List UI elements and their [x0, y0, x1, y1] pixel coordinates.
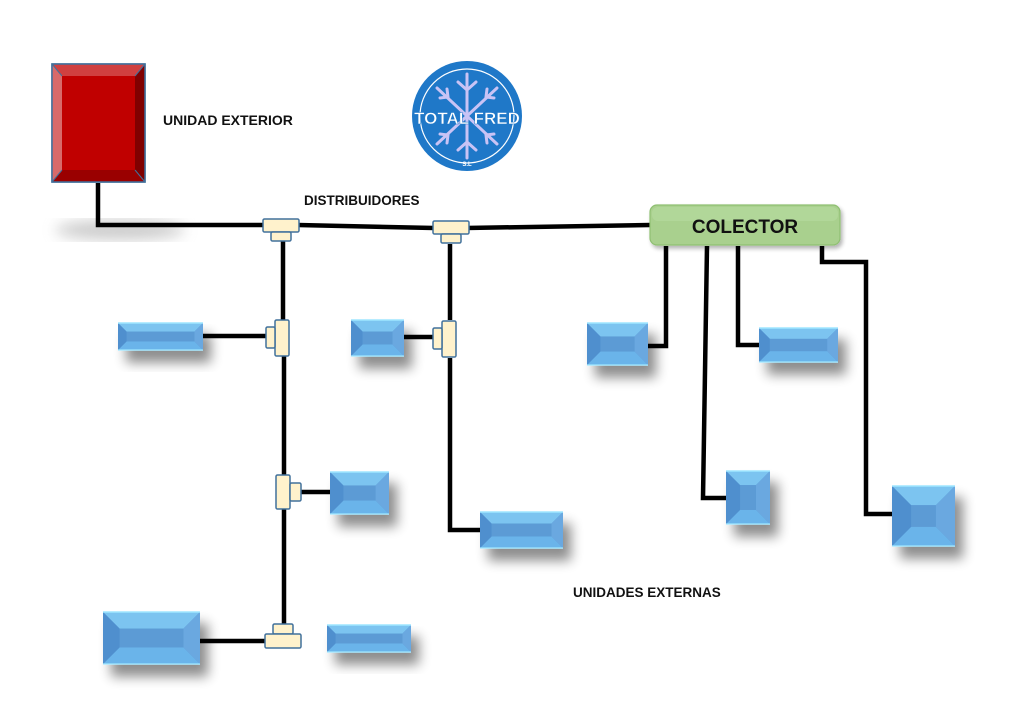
- distributor[interactable]: [432, 220, 470, 244]
- indoor-units: [103, 319, 955, 665]
- collector-label: COLECTOR: [692, 217, 799, 238]
- distributors: [262, 218, 470, 649]
- pipe-collector-1: [648, 246, 669, 349]
- distributor[interactable]: [264, 623, 302, 649]
- external-units-label: UNIDADES EXTERNAS: [573, 585, 721, 600]
- indoor-unit[interactable]: [351, 319, 404, 357]
- distributor[interactable]: [432, 320, 457, 358]
- pipe-main-segment-1: [297, 222, 435, 231]
- pipe-outdoor-to-main: [95, 183, 270, 228]
- distributor[interactable]: [262, 218, 300, 242]
- distributors-label: DISTRIBUIDORES: [304, 193, 420, 208]
- pipe-collector-4: [819, 246, 893, 517]
- outdoor-unit[interactable]: [51, 63, 146, 183]
- indoor-unit[interactable]: [118, 322, 203, 351]
- indoor-unit[interactable]: [587, 322, 648, 366]
- logo-name: TOTAL FRED: [414, 109, 520, 128]
- indoor-unit[interactable]: [892, 485, 955, 547]
- pipe-collector-3: [735, 246, 760, 348]
- pipe-right-trunk-2: [447, 358, 482, 533]
- logo-suffix: S.L: [462, 162, 472, 168]
- outdoor-unit-label: UNIDAD EXTERIOR: [163, 112, 293, 128]
- indoor-unit[interactable]: [103, 611, 200, 665]
- distributor[interactable]: [265, 319, 290, 357]
- indoor-unit[interactable]: [327, 624, 411, 653]
- indoor-unit[interactable]: [480, 511, 563, 549]
- collector[interactable]: COLECTOR: [649, 204, 841, 246]
- pipe-collector-2: [700, 245, 726, 501]
- pipe-main-segment-2: [465, 222, 651, 231]
- snowflake-icon: [435, 72, 499, 160]
- indoor-unit[interactable]: [759, 327, 838, 363]
- indoor-unit[interactable]: [330, 471, 389, 515]
- pipes: [95, 183, 893, 644]
- distributor[interactable]: [275, 474, 302, 510]
- indoor-unit[interactable]: [726, 470, 770, 525]
- total-fred-logo: TOTAL FRED S.L: [412, 61, 522, 171]
